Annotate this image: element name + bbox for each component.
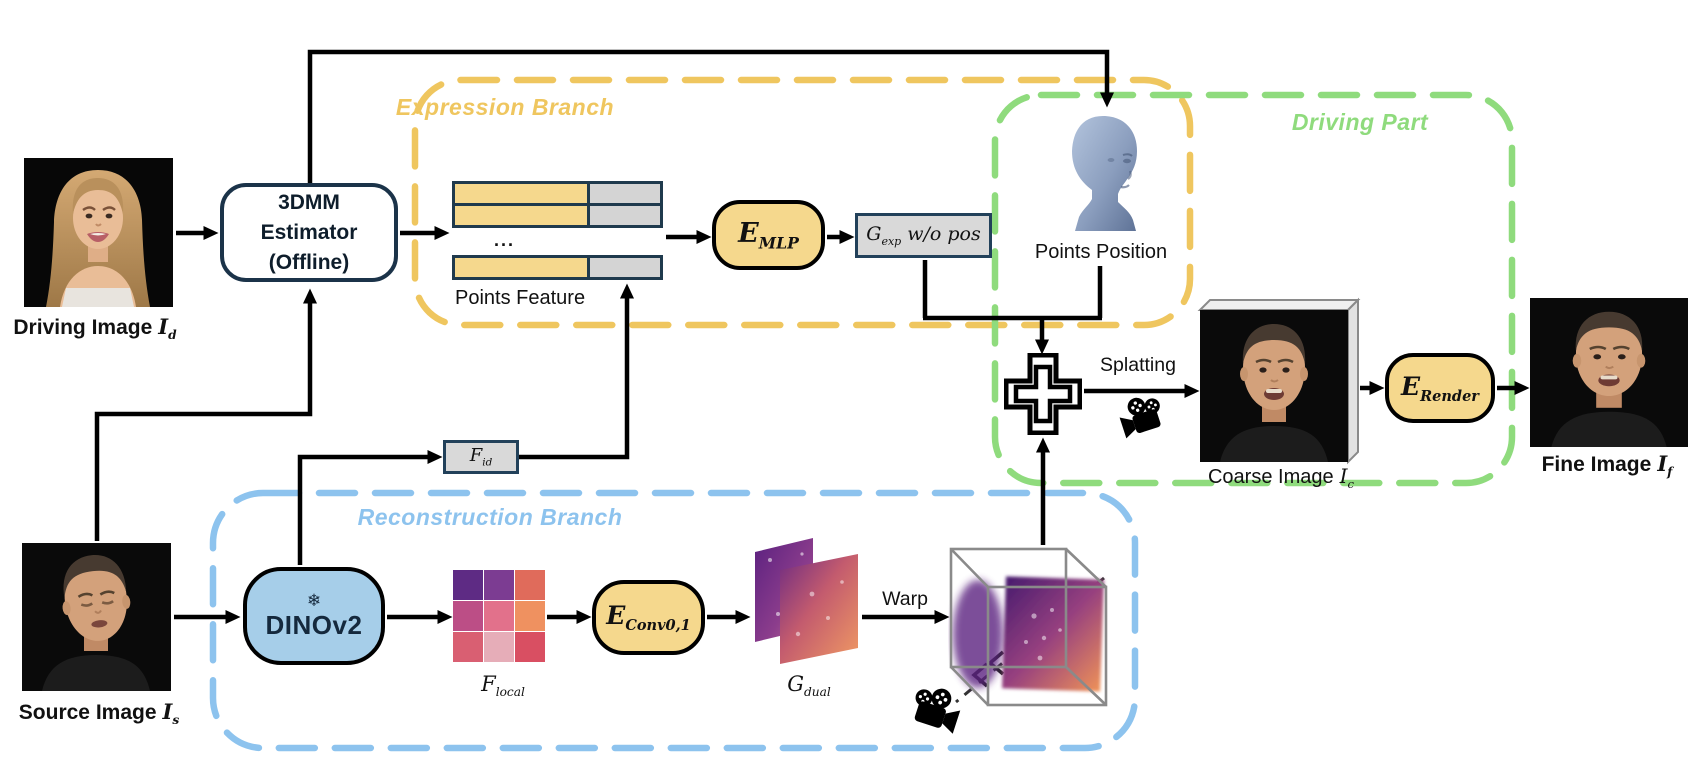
expression-branch-title: Expression Branch (395, 94, 615, 120)
points-feature-bars: ... (452, 181, 663, 280)
g-dual-label: Gdual (787, 672, 831, 700)
points-feature-label: Points Feature (455, 287, 586, 309)
expression-branch-box (411, 76, 1194, 329)
f-id-box: Fid (443, 440, 519, 474)
coarse-image-photo (1200, 310, 1348, 462)
driving-image-photo (24, 158, 173, 307)
e-mlp-box: EMLP (712, 200, 825, 270)
feature-bar (452, 181, 663, 206)
splatting-camera-icon (1119, 397, 1161, 439)
driving-part-box (991, 91, 1516, 487)
compose-plus-symbol (1004, 353, 1082, 435)
points-position-head (1067, 113, 1143, 233)
driving-part-title: Driving Part (1291, 109, 1429, 135)
frozen-snowflake-icon: ❄ (306, 590, 322, 610)
warp-camera-icon (914, 688, 961, 734)
e-render-box: ERender (1385, 353, 1495, 423)
points-position-label: Points Position (1034, 241, 1168, 263)
reconstruction-branch-box (209, 489, 1139, 752)
source-image-photo (22, 543, 171, 691)
f-local-label: Flocal (481, 672, 525, 700)
splatting-label: Splatting (1100, 354, 1176, 376)
fine-image-photo (1530, 298, 1688, 447)
e-conv-box: EConv0,1 (592, 580, 705, 655)
reconstruction-branch-title: Reconstruction Branch (357, 504, 623, 530)
feature-bar (452, 255, 663, 280)
f-local-grid (453, 570, 545, 662)
warp-label: Warp (882, 588, 928, 610)
g-dual-planes (750, 530, 865, 675)
warp-cube (948, 546, 1108, 708)
3dmm-estimator-box: 3DMM Estimator (Offline) (220, 183, 398, 282)
dinov2-box: ❄ DINOv2 (243, 567, 385, 665)
feature-bar (452, 203, 663, 228)
feature-ellipsis: ... (494, 230, 516, 250)
coarse-image-slab (1197, 297, 1361, 465)
